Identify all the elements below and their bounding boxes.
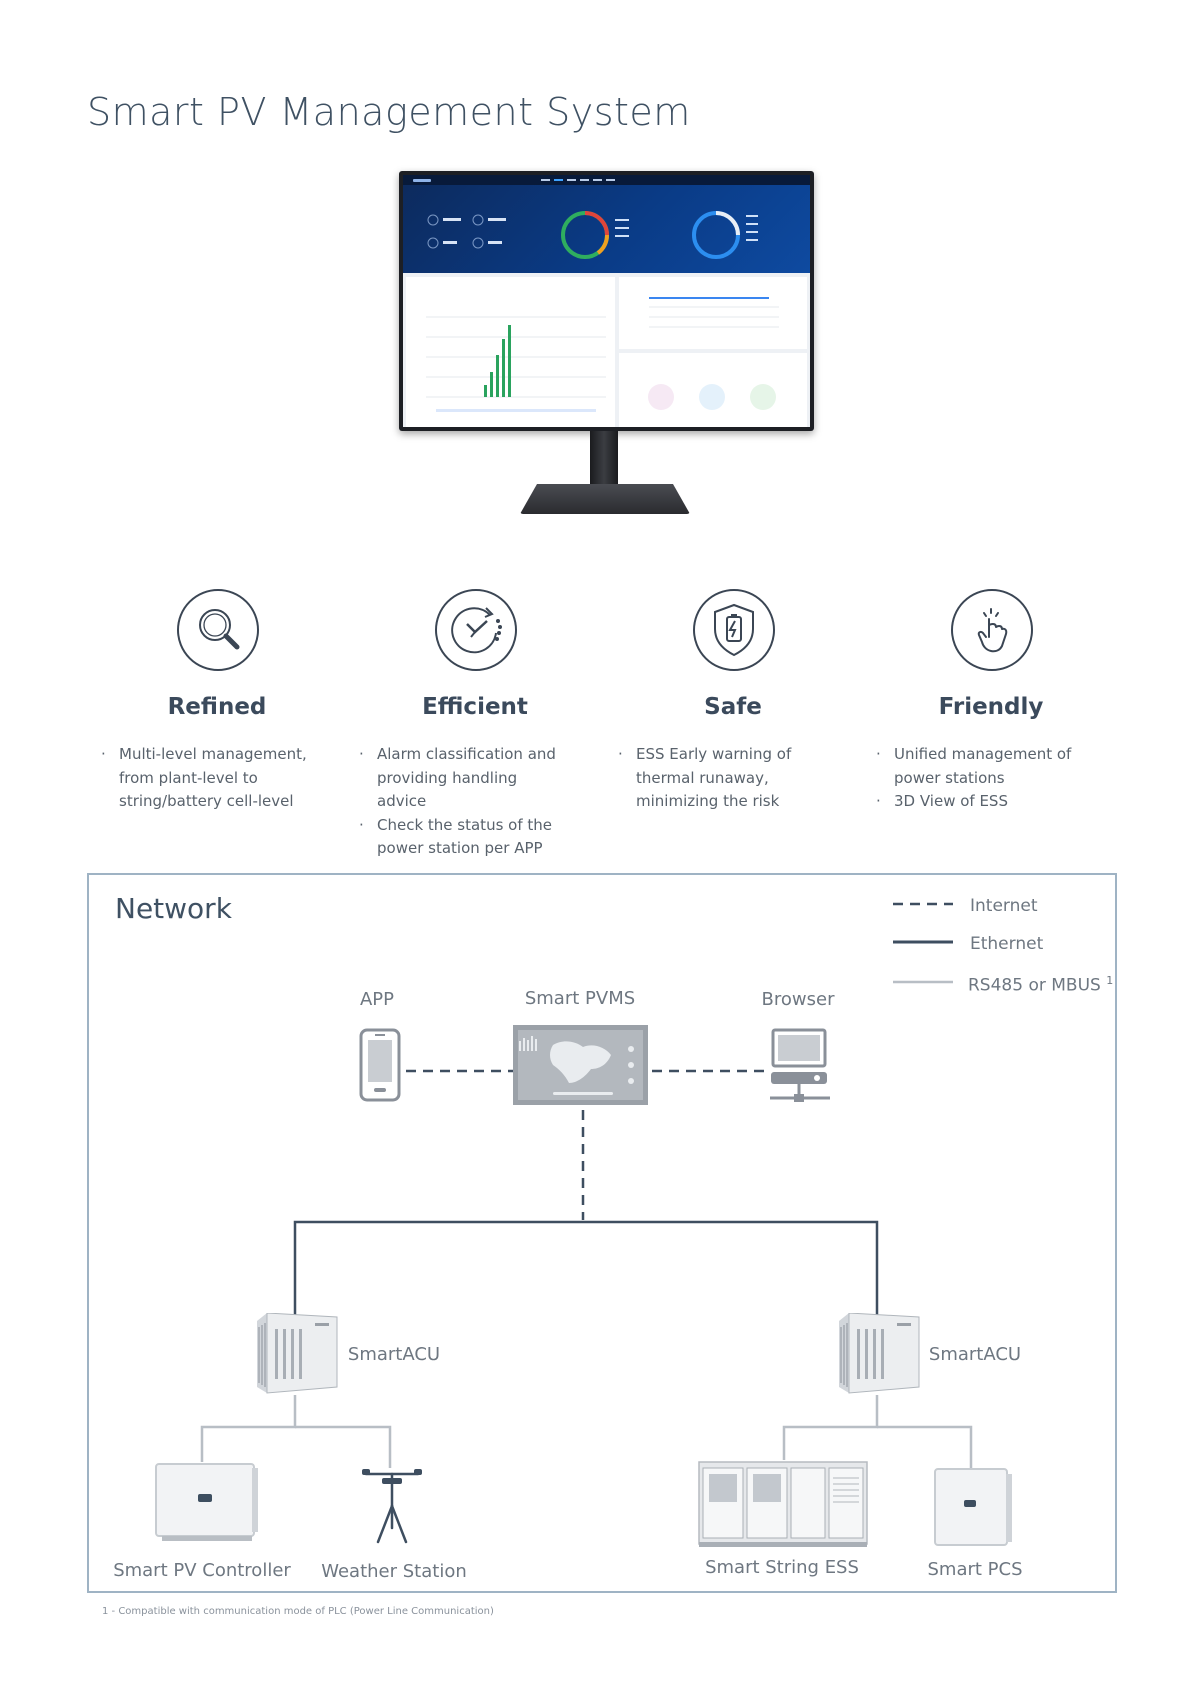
weather-station-icon bbox=[362, 1469, 422, 1544]
dashboard-bar-chart bbox=[426, 316, 606, 412]
ethernet-backbone bbox=[293, 1220, 879, 1346]
string-ess-cabinet bbox=[698, 1461, 868, 1547]
legend-internet: Internet bbox=[970, 896, 1038, 916]
acu-left-pv-link bbox=[200, 1395, 297, 1462]
node-label-browser: Browser bbox=[761, 989, 835, 1010]
legend-ethernet: Ethernet bbox=[970, 934, 1044, 954]
dashboard-circles bbox=[648, 384, 776, 410]
feature-point: Check the status of the power station pe… bbox=[359, 814, 569, 861]
smart-pcs-device bbox=[934, 1468, 1012, 1546]
feature-title: Efficient bbox=[422, 694, 528, 720]
acu-right-ess-link bbox=[782, 1395, 879, 1460]
pvms-dashboard-icon bbox=[513, 1025, 648, 1105]
feature-points: Unified management of power stations 3D … bbox=[876, 743, 1086, 814]
monitor-stand-neck bbox=[590, 431, 618, 489]
magnifier-icon bbox=[177, 589, 259, 671]
browser-computer-icon bbox=[770, 1028, 830, 1102]
page-title: Smart PV Management System bbox=[87, 90, 691, 134]
node-label-acu-left: SmartACU bbox=[347, 1344, 441, 1365]
node-label-ess: Smart String ESS bbox=[705, 1557, 859, 1578]
node-label-acu-right: SmartACU bbox=[928, 1344, 1022, 1365]
legend-footnote-marker: 1 bbox=[1106, 974, 1114, 987]
node-label-app: APP bbox=[359, 989, 395, 1010]
node-label-pcs: Smart PCS bbox=[927, 1559, 1023, 1580]
acu-left-weather-link bbox=[295, 1425, 392, 1468]
smartacu-device-right bbox=[839, 1313, 920, 1394]
dashboard-screen bbox=[403, 175, 810, 427]
feature-point: Alarm classification and providing handl… bbox=[359, 743, 569, 814]
shield-battery-icon bbox=[693, 589, 775, 671]
feature-point: Unified management of power stations bbox=[876, 743, 1086, 790]
feature-title: Friendly bbox=[938, 694, 1044, 720]
smartphone-icon bbox=[359, 1028, 401, 1102]
feature-point: ESS Early warning of thermal runaway, mi… bbox=[618, 743, 828, 814]
legend-lines bbox=[893, 902, 953, 984]
node-label-pv-controller: Smart PV Controller bbox=[113, 1560, 291, 1581]
dashboard-header-panel bbox=[403, 175, 810, 273]
hand-touch-icon bbox=[951, 589, 1033, 671]
dashboard-chart-panel bbox=[406, 277, 615, 427]
smartacu-device-left bbox=[257, 1313, 338, 1394]
feature-points: Alarm classification and providing handl… bbox=[359, 743, 569, 861]
dashboard-social-panel bbox=[619, 353, 807, 427]
footnote: 1 - Compatible with communication mode o… bbox=[102, 1606, 494, 1617]
monitor-stand-base bbox=[520, 484, 690, 514]
network-diagram-frame bbox=[87, 873, 1117, 1593]
feature-point: 3D View of ESS bbox=[876, 790, 1086, 814]
feature-points: ESS Early warning of thermal runaway, mi… bbox=[618, 743, 828, 814]
feature-title: Safe bbox=[704, 694, 762, 720]
acu-right-pcs-link bbox=[877, 1425, 973, 1468]
pv-controller-device bbox=[155, 1463, 258, 1541]
dashboard-nav-bar bbox=[403, 175, 810, 185]
feature-points: Multi-level management, from plant-level… bbox=[101, 743, 311, 814]
node-label-pvms: Smart PVMS bbox=[524, 988, 636, 1009]
network-title: Network bbox=[115, 892, 232, 925]
dashboard-ranking-bars bbox=[649, 297, 779, 328]
node-label-weather: Weather Station bbox=[321, 1561, 467, 1582]
feature-title: Refined bbox=[167, 694, 267, 720]
monitor-illustration bbox=[399, 171, 814, 431]
dashboard-kpi-graphics bbox=[427, 211, 758, 259]
legend-rs485: RS485 or MBUS 1 bbox=[968, 974, 1113, 996]
dashboard-ranking-panel bbox=[619, 277, 807, 349]
feature-point: Multi-level management, from plant-level… bbox=[101, 743, 311, 814]
legend-rs485-label: RS485 or MBUS bbox=[968, 975, 1101, 996]
clock-check-icon bbox=[435, 589, 517, 671]
